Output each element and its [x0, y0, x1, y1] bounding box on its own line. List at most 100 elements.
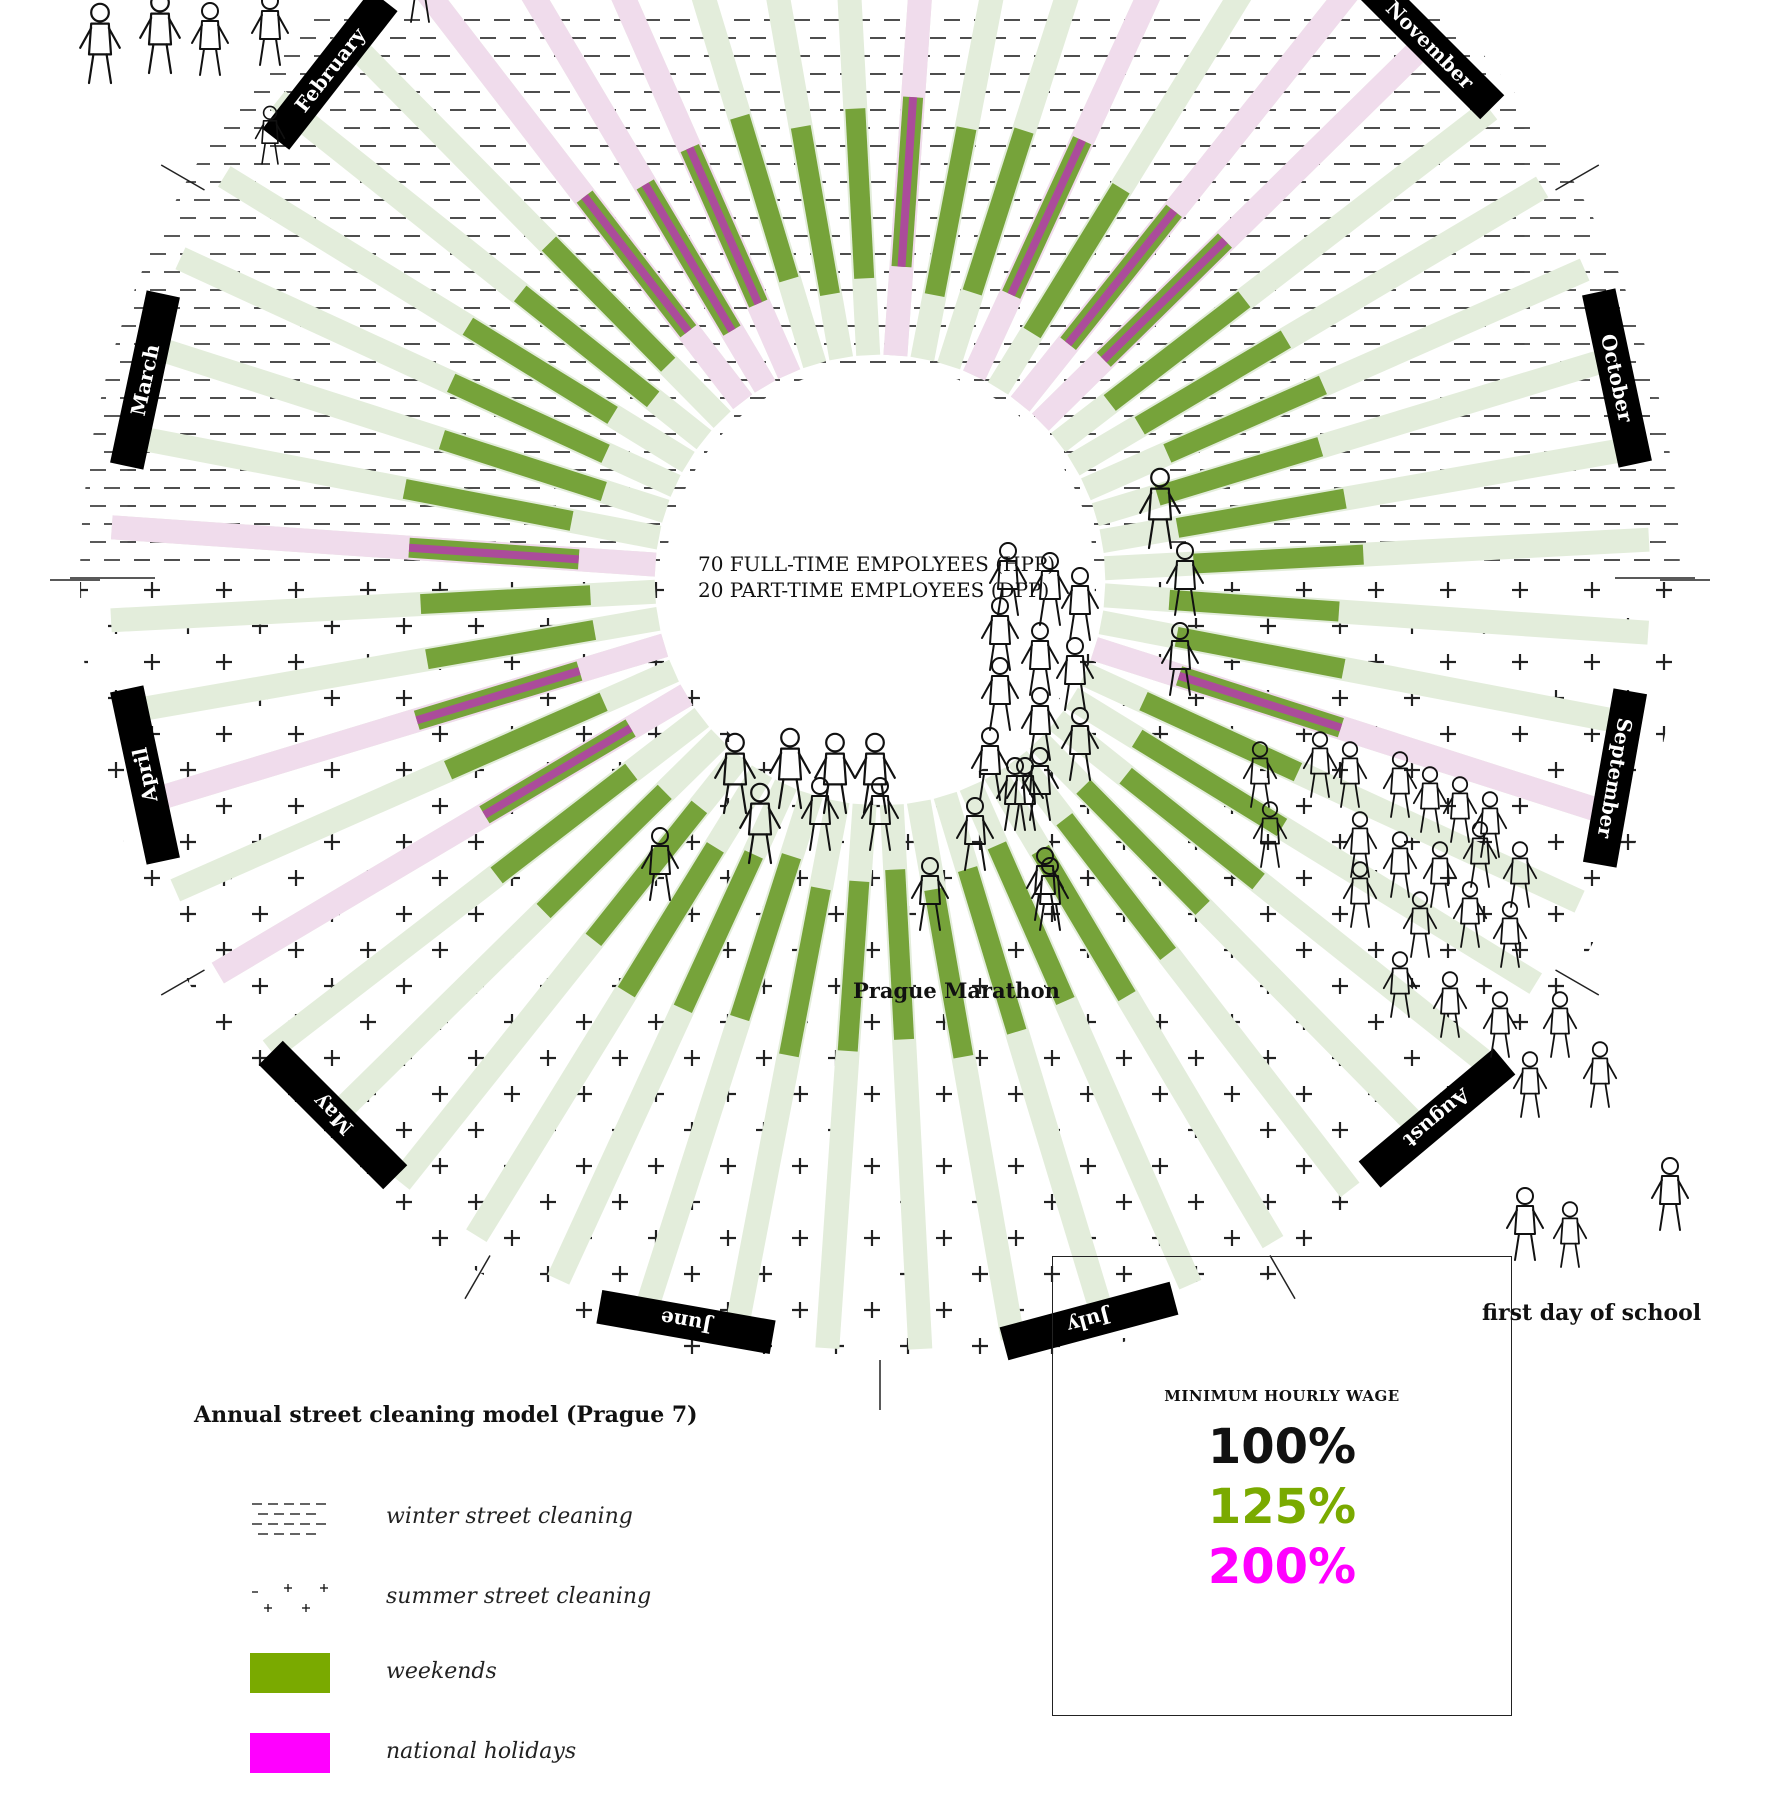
summer-plus — [396, 834, 412, 850]
legend-winter: winter street cleaning — [250, 1490, 750, 1550]
summer-plus — [1620, 1122, 1636, 1138]
summer-plus — [1224, 1086, 1240, 1102]
holiday-segment — [686, 146, 762, 306]
summer-plus — [108, 1194, 124, 1210]
summer-plus — [144, 1086, 160, 1102]
person-sketch — [251, 0, 289, 66]
summer-plus — [288, 726, 304, 742]
summer-plus — [288, 582, 304, 598]
holiday-segment — [581, 194, 692, 334]
summer-plus — [1620, 978, 1636, 994]
person-sketch — [1422, 841, 1458, 908]
summer-label: summer street cleaning — [386, 1584, 652, 1609]
summer-plus — [1368, 1230, 1384, 1246]
summer-plus — [1440, 1158, 1456, 1174]
legend-holidays: national holidays — [250, 1725, 750, 1785]
summer-plus — [1692, 1266, 1708, 1282]
summer-plus — [684, 834, 700, 850]
summer-plus — [1296, 798, 1312, 814]
summer-plus — [1008, 1086, 1024, 1102]
weekend-segment — [536, 784, 672, 919]
weekend-segment — [585, 800, 708, 947]
month-tag-bg — [110, 685, 180, 865]
summer-plus — [1260, 1122, 1276, 1138]
person-sketch — [1512, 1051, 1548, 1118]
summer-plus — [1548, 1338, 1564, 1354]
person-sketch — [861, 777, 899, 851]
summer-plus — [252, 1050, 268, 1066]
summer-plus — [1512, 1158, 1528, 1174]
summer-plus — [252, 1338, 268, 1354]
month-tag-bg — [110, 290, 180, 470]
person-sketch — [981, 657, 1019, 731]
person-sketch — [1056, 637, 1094, 711]
weekend-segment — [1175, 488, 1347, 538]
person-sketch — [1242, 741, 1278, 808]
summer-plus — [936, 1230, 952, 1246]
summer-plus — [684, 1266, 700, 1282]
month-tag-october: October — [1582, 288, 1652, 468]
summer-plus — [216, 654, 232, 670]
summer-plus — [504, 654, 520, 670]
summer-plus — [1260, 1266, 1276, 1282]
summer-plus — [612, 1050, 628, 1066]
summer-plus — [1620, 1266, 1636, 1282]
summer-plus — [1152, 1086, 1168, 1102]
summer-plus — [792, 1230, 808, 1246]
summer-plus — [252, 906, 268, 922]
summer-plus — [1152, 1158, 1168, 1174]
holiday-segment — [415, 667, 581, 725]
weekend-segment — [924, 126, 977, 298]
summer-plus — [1584, 1158, 1600, 1174]
summer-plus — [1584, 870, 1600, 886]
weekend-segment — [438, 430, 607, 502]
month-tick — [1269, 1255, 1296, 1300]
summer-plus — [432, 1158, 448, 1174]
summer-plus — [1656, 942, 1672, 958]
person-sketch — [1252, 801, 1288, 868]
people-sketches — [79, 0, 1689, 1268]
summer-plus — [1620, 1050, 1636, 1066]
person-sketch — [1166, 542, 1204, 616]
summer-plus — [684, 1338, 700, 1354]
person-sketch — [1031, 552, 1069, 626]
summer-plus — [80, 942, 88, 958]
month-tag-bg — [262, 0, 398, 150]
summer-plus — [288, 1302, 304, 1318]
summer-plus — [468, 1194, 484, 1210]
person-sketch — [1432, 971, 1468, 1038]
person-sketch — [1021, 687, 1059, 761]
summer-plus — [396, 906, 412, 922]
summer-plus — [1404, 1050, 1420, 1066]
summer-plus — [288, 1158, 304, 1174]
summer-plus — [1656, 726, 1672, 742]
summer-plus — [1512, 1014, 1528, 1030]
legend-summer: summer street cleaning — [250, 1570, 750, 1630]
prague-marathon-label: Prague Marathon — [853, 978, 1060, 1003]
weekend-segment — [1174, 627, 1346, 679]
summer-plus — [756, 1050, 772, 1066]
person-sketch — [1482, 991, 1518, 1058]
person-sketch — [956, 797, 994, 871]
summer-plus — [720, 1158, 736, 1174]
summer-plus — [360, 942, 376, 958]
person-sketch — [1061, 567, 1099, 641]
summer-plus — [720, 1230, 736, 1246]
summer-plus — [324, 1050, 340, 1066]
summer-plus — [1440, 582, 1456, 598]
summer-plus — [1404, 1194, 1420, 1210]
holiday-segment — [641, 182, 736, 333]
summer-plus — [1656, 1086, 1672, 1102]
summer-plus — [1440, 654, 1456, 670]
summer-plus — [468, 834, 484, 850]
summer-plus — [1656, 582, 1672, 598]
person-sketch — [641, 827, 679, 901]
person-sketch — [1542, 991, 1578, 1058]
summer-plus — [1008, 1158, 1024, 1174]
minimum-wage-box: MINIMUM HOURLY WAGE 100% 125% 200% — [1052, 1256, 1512, 1716]
summer-plus — [504, 1086, 520, 1102]
holiday-segment — [1065, 208, 1178, 347]
summer-plus — [1188, 1194, 1204, 1210]
summer-plus — [1116, 1266, 1132, 1282]
summer-plus — [216, 1230, 232, 1246]
